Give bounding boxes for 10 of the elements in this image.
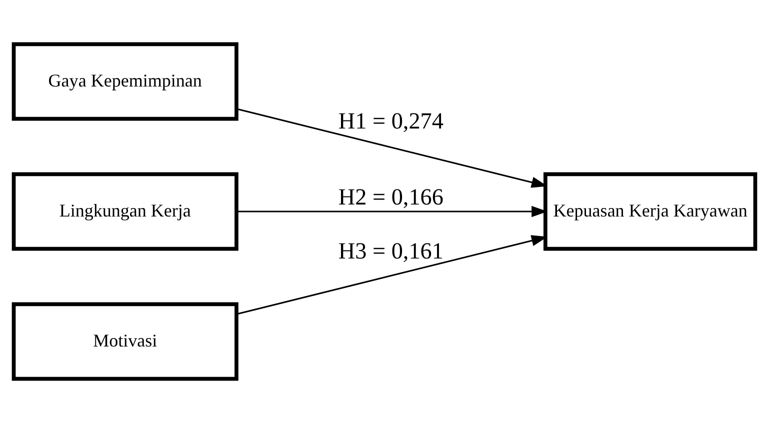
node-box: Lingkungan Kerja	[12, 172, 238, 251]
edge-label: H3 = 0,161	[338, 238, 444, 264]
node-box: Kepuasan Kerja Karyawan	[543, 172, 758, 251]
arrow	[236, 108, 548, 188]
arrow	[236, 235, 548, 315]
edge-label: H1 = 0,274	[338, 108, 444, 134]
node-box: Gaya Kepemimpinan	[12, 42, 238, 121]
arrow	[236, 206, 548, 218]
node-box: Motivasi	[12, 302, 238, 381]
edge-label: H2 = 0,166	[338, 184, 444, 210]
